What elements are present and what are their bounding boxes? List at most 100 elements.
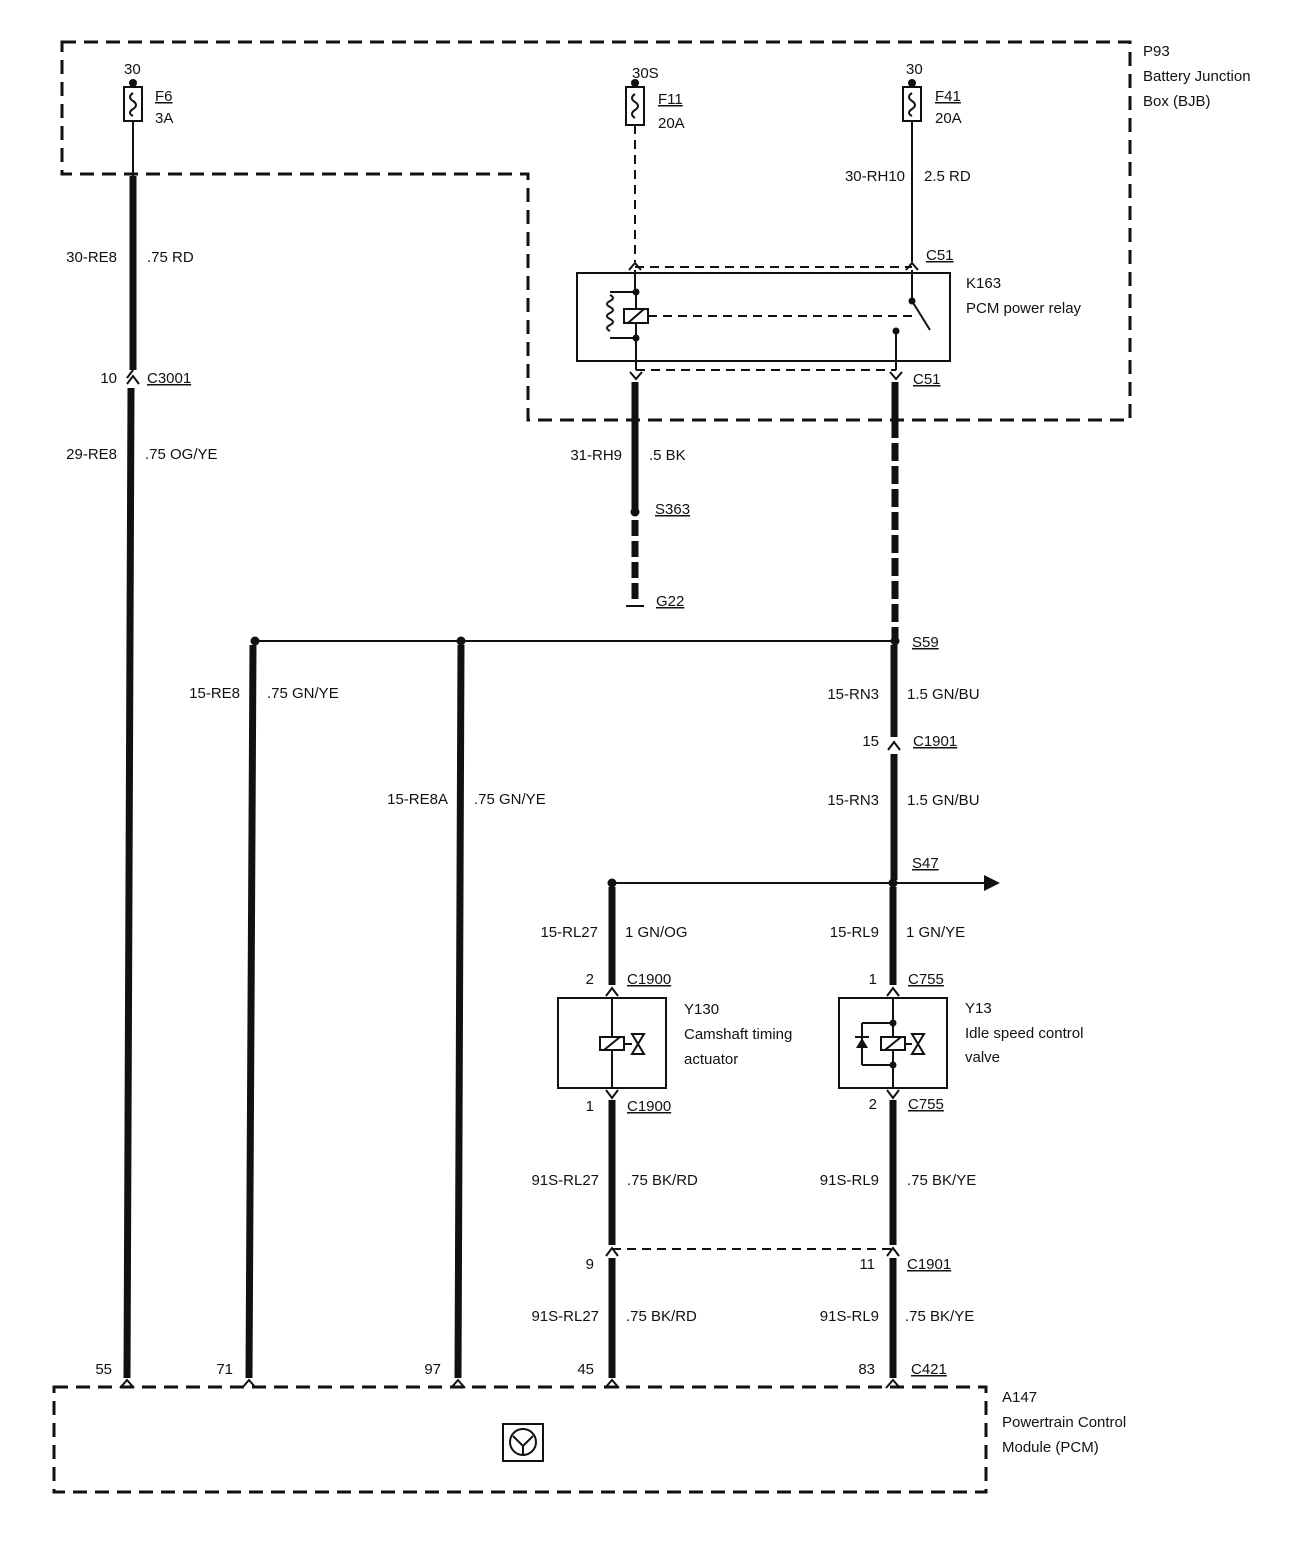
- connector-c421-id: C421: [911, 1361, 947, 1378]
- wire-31-rh9-spec: .5 BK: [649, 447, 686, 464]
- wire-15-rl9-spec: 1 GN/YE: [906, 924, 965, 941]
- component-y13-id: Y13: [965, 1000, 992, 1017]
- wire-15-rl27-circuit: 15-RL27: [540, 924, 598, 941]
- wire-31-rh9-circuit: 31-RH9: [570, 447, 622, 464]
- pcm-outline: [52, 1385, 988, 1494]
- fuse-f41-id: F41: [935, 88, 961, 105]
- connector-c755-bot-id: C755: [908, 1096, 944, 1113]
- relay-k163-connector-bottom: C51: [913, 371, 941, 388]
- splice-s59-dot-1: [250, 636, 260, 646]
- wire-15-rn3-b-spec: 1.5 GN/BU: [907, 792, 980, 809]
- fuse-f6-id: F6: [155, 88, 173, 105]
- connector-c1901-bottom-pin-right: 11: [859, 1256, 875, 1273]
- wire-91s-rl27-b-spec: .75 BK/RD: [626, 1308, 697, 1325]
- wire-29-re8-spec: .75 OG/YE: [145, 446, 218, 463]
- fuse-f6-rating: 3A: [155, 110, 173, 127]
- pcm-id: A147: [1002, 1389, 1037, 1406]
- wire-15-rn3-a-circuit: 15-RN3: [827, 686, 879, 703]
- bjb-id: P93: [1143, 43, 1170, 60]
- fuse-f41-supply: 30: [906, 61, 923, 78]
- splice-s47-dot-2: [888, 878, 898, 888]
- wire-91s-rl9-a-circuit: 91S-RL9: [820, 1172, 879, 1189]
- wire-15-rn3-a-spec: 1.5 GN/BU: [907, 686, 980, 703]
- wire-91s-rl9-b-circuit: 91S-RL9: [820, 1308, 879, 1325]
- connector-c1900-bot-icon: [605, 1089, 619, 1100]
- fuse-f11-id: F11: [658, 91, 683, 108]
- component-y13: [838, 997, 948, 1089]
- connector-c755-top-pin: 1: [869, 971, 877, 988]
- connector-c755-top-icon: [886, 986, 900, 997]
- wire-29-re8: [123, 387, 135, 1379]
- wire-15-re8a-circuit: 15-RE8A: [387, 791, 448, 808]
- fuse-f11-supply: 30S: [632, 65, 659, 82]
- splice-s47-dot-1: [607, 878, 617, 888]
- bus-s47-arrow-icon: [984, 875, 1000, 891]
- connector-c421-pin-45: 45: [577, 1361, 594, 1378]
- connector-c3001: [126, 369, 140, 385]
- component-y130-name-2: actuator: [684, 1051, 738, 1068]
- pcm-name-1: Powertrain Control: [1002, 1414, 1126, 1431]
- component-y13-name-1: Idle speed control: [965, 1025, 1083, 1042]
- connector-c1900-bot-pin: 1: [586, 1098, 594, 1115]
- splice-s363-dot: [630, 507, 640, 517]
- wire-15-re8: [245, 644, 257, 1379]
- pcm-module-icon: [502, 1423, 544, 1462]
- connector-c1901-bottom-id: C1901: [907, 1256, 951, 1273]
- connector-c1900-top-icon: [605, 986, 619, 997]
- wire-30-re8-circuit: 30-RE8: [66, 249, 117, 266]
- fuse-f41-rating: 20A: [935, 110, 962, 127]
- connector-c1901-top-icon: [887, 740, 901, 751]
- fuse-f11: 30S F11 20A: [625, 65, 685, 132]
- fuse-f6-supply: 30: [124, 61, 141, 78]
- splice-s47: S47: [912, 855, 939, 872]
- wire-91s-rl9-b-spec: .75 BK/YE: [905, 1308, 974, 1325]
- connector-c3001-id: C3001: [147, 370, 191, 387]
- relay-k163-connector-top: C51: [926, 247, 954, 264]
- connector-c421-pin-71: 71: [216, 1361, 233, 1378]
- wire-15-re8-circuit: 15-RE8: [189, 685, 240, 702]
- connector-c1901-top-pin: 15: [862, 733, 879, 750]
- wire-15-re8a: [454, 644, 465, 1379]
- wire-15-rn3-b-circuit: 15-RN3: [827, 792, 879, 809]
- splice-s59-dot-2: [456, 636, 466, 646]
- component-y130-name-1: Camshaft timing: [684, 1026, 792, 1043]
- bjb-outline: [60, 40, 1132, 422]
- connector-c1900-bot-id: C1900: [627, 1098, 671, 1115]
- connector-c755-bot-icon: [886, 1089, 900, 1100]
- splice-s59-dot-3: [890, 636, 900, 646]
- wire-30-re8-spec: .75 RD: [147, 249, 194, 266]
- wire-15-rl9-circuit: 15-RL9: [830, 924, 879, 941]
- pcm-name-2: Module (PCM): [1002, 1439, 1099, 1456]
- connector-c421-pin-97: 97: [424, 1361, 441, 1378]
- relay-k163: [576, 261, 951, 381]
- relay-k163-id: K163: [966, 275, 1001, 292]
- wire-91s-rl9-a-spec: .75 BK/YE: [907, 1172, 976, 1189]
- wire-15-re8a-spec: .75 GN/YE: [474, 791, 546, 808]
- connector-c755-bot-pin: 2: [869, 1096, 877, 1113]
- connector-c1900-top-id: C1900: [627, 971, 671, 988]
- connector-c1901-bottom: [605, 1246, 900, 1257]
- connector-c755-top-id: C755: [908, 971, 944, 988]
- wire-91s-rl27-a-circuit: 91S-RL27: [531, 1172, 599, 1189]
- fuse-f6: 30 F6 3A: [123, 61, 173, 176]
- connector-c421-pins-icon: [119, 1378, 901, 1389]
- splice-s363: S363: [655, 501, 690, 518]
- component-y130-id: Y130: [684, 1001, 719, 1018]
- wire-91s-rl27-a-spec: .75 BK/RD: [627, 1172, 698, 1189]
- component-y130: [557, 997, 667, 1089]
- fuse-f41: 30 F41 20A: [902, 61, 962, 127]
- fuse-f11-rating: 20A: [658, 115, 685, 132]
- connector-c1901-top-id: C1901: [913, 733, 957, 750]
- connector-c421-pin-55: 55: [95, 1361, 112, 1378]
- connector-c3001-pin: 10: [100, 370, 117, 387]
- wire-15-rl27-spec: 1 GN/OG: [625, 924, 688, 941]
- component-y13-name-2: valve: [965, 1049, 1000, 1066]
- connector-c1900-top-pin: 2: [586, 971, 594, 988]
- wire-91s-rl27-b-circuit: 91S-RL27: [531, 1308, 599, 1325]
- connector-c1901-bottom-pin-left: 9: [586, 1256, 594, 1273]
- splice-s59: S59: [912, 634, 939, 651]
- relay-k163-name: PCM power relay: [966, 300, 1082, 317]
- wire-30-rh10-spec: 2.5 RD: [924, 168, 971, 185]
- bjb-name-1: Battery Junction: [1143, 68, 1251, 85]
